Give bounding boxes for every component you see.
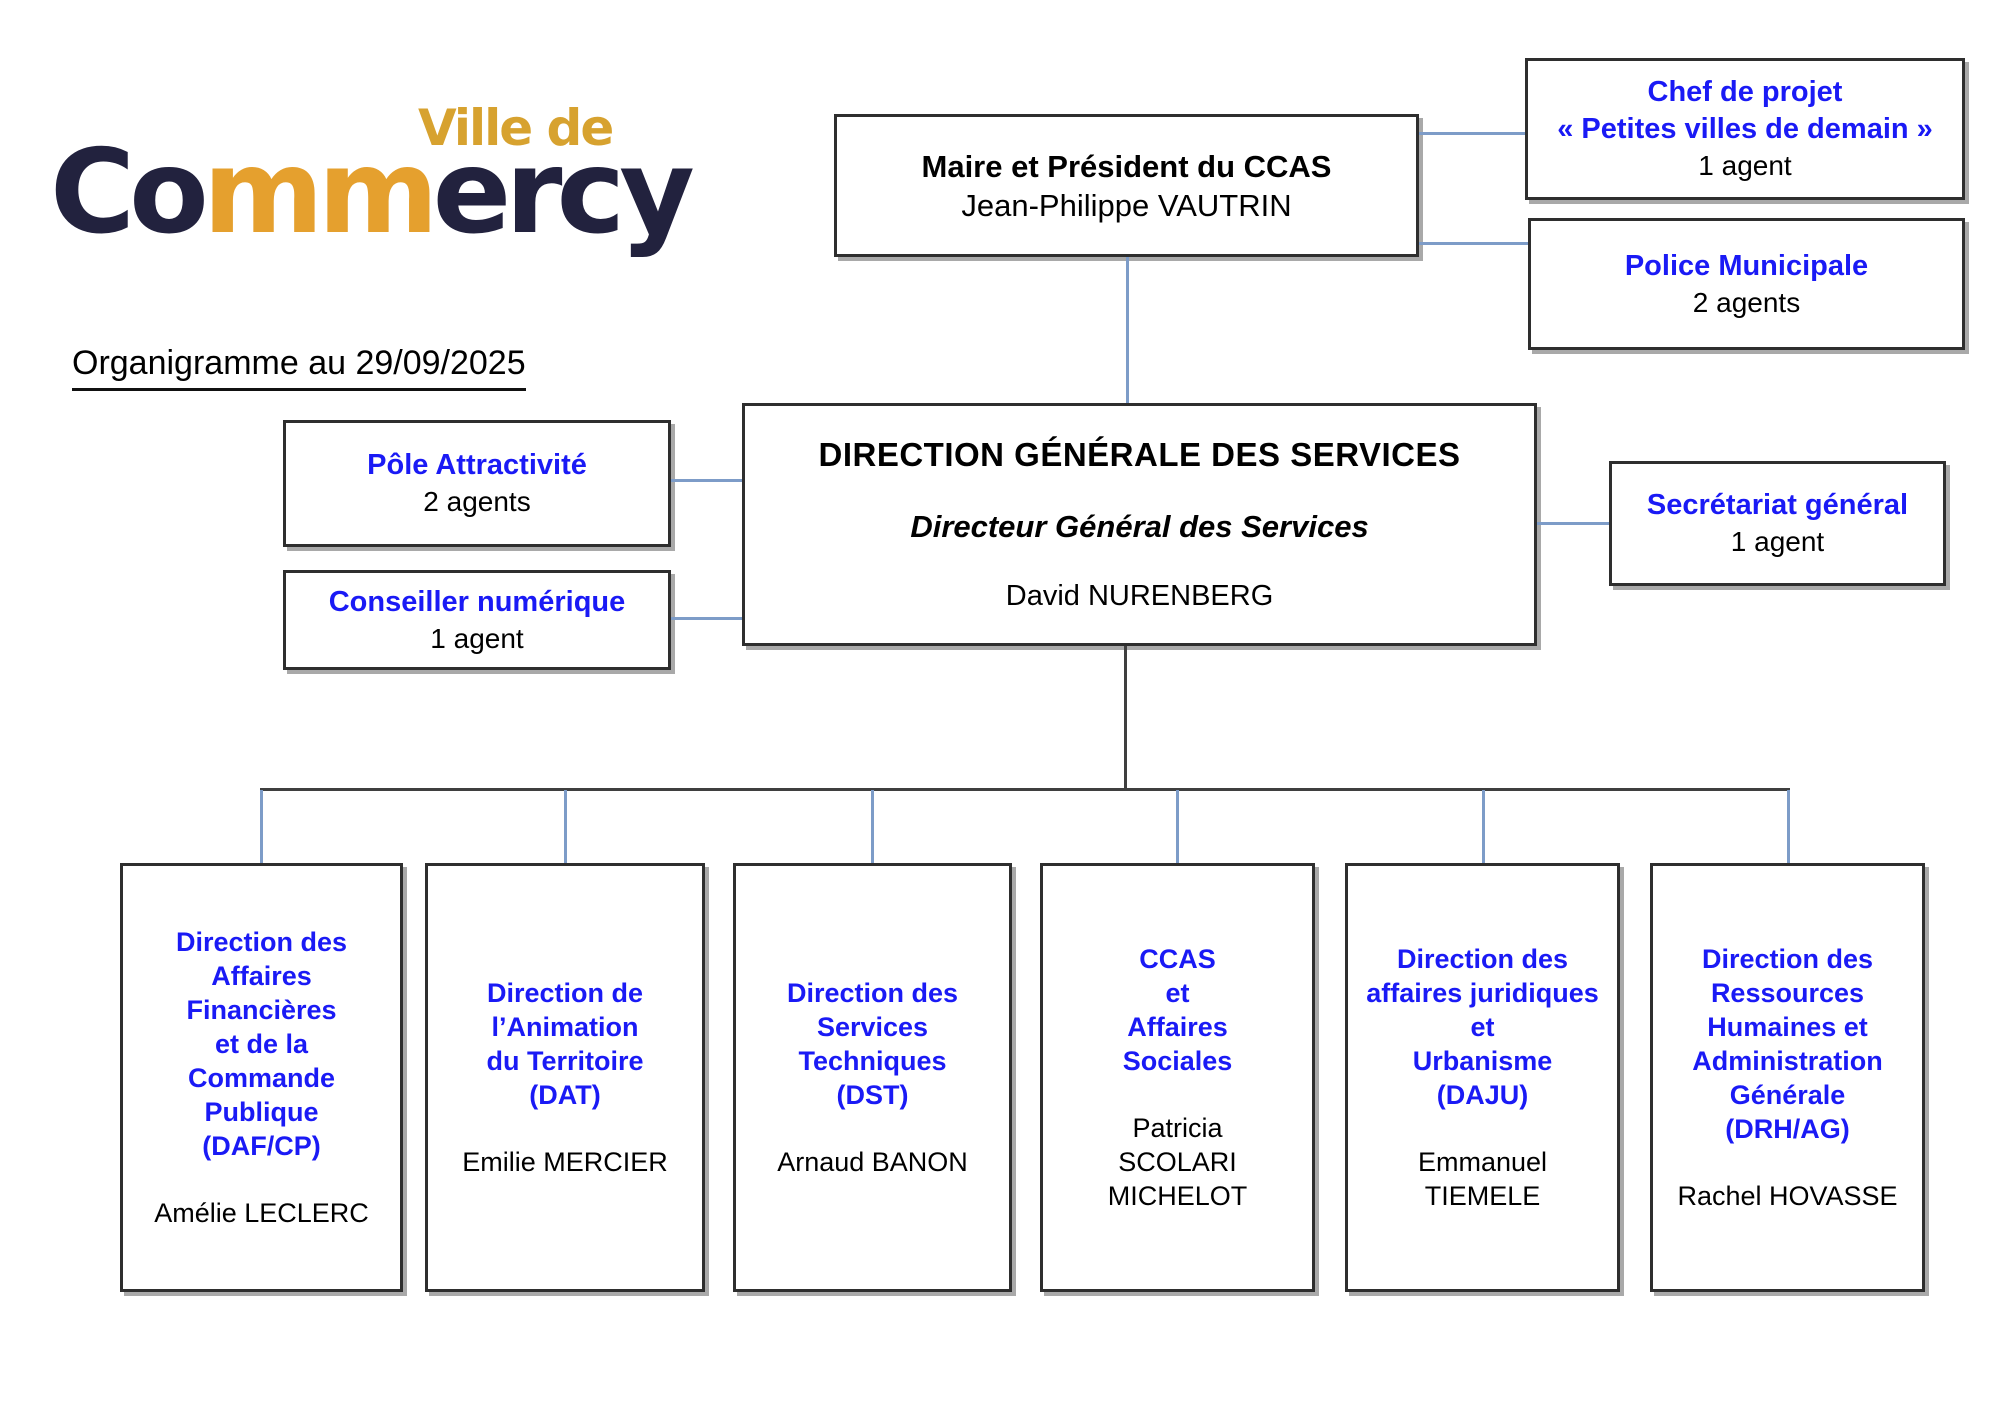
connector-maire-chef-projet (1419, 132, 1525, 135)
drh-title: Direction des Ressources Humaines et Adm… (1692, 944, 1883, 1144)
police-title: Police Municipale (1624, 249, 1869, 282)
logo-ville-de-text: Ville de (418, 99, 614, 157)
connector-conseiller-dgs (671, 617, 742, 620)
commercy-logo: Ville de Commercy (50, 85, 695, 295)
node-direction-daf-cp: Direction des Affaires Financières et de… (120, 863, 403, 1292)
connector-dgs-trunk (1124, 646, 1127, 790)
dgs-title: DIRECTION GÉNÉRALE DES SERVICES (818, 436, 1461, 473)
logo-part-ercy: ercy (432, 125, 695, 260)
ccas-name: Patricia SCOLARI MICHELOT (1107, 1113, 1248, 1211)
node-direction-dst: Direction des Services Techniques (DST) … (733, 863, 1012, 1292)
chef-projet-title: Chef de projet « Petites villes de demai… (1557, 76, 1933, 145)
conseiller-numerique-title: Conseiller numérique (328, 585, 626, 618)
connector-drop-ccas (1176, 790, 1179, 863)
daju-title: Direction des affaires juridiques et Urb… (1366, 944, 1599, 1110)
connector-drop-daf (260, 790, 263, 863)
connector-drop-daju (1482, 790, 1485, 863)
police-agents: 2 agents (1692, 286, 1801, 318)
chef-projet-agents: 1 agent (1698, 150, 1792, 181)
node-conseiller-numerique: Conseiller numérique 1 agent (283, 570, 671, 670)
connector-maire-dgs (1126, 257, 1129, 403)
secretariat-general-title: Secrétariat général (1646, 489, 1909, 521)
maire-title: Maire et Président du CCAS (921, 148, 1332, 184)
dst-name: Arnaud BANON (777, 1147, 968, 1177)
connector-drop-dst (871, 790, 874, 863)
pole-attractivite-agents: 2 agents (423, 486, 531, 517)
connector-pole-dgs (671, 479, 742, 482)
organigramme-date-caption: Organigramme au 29/09/2025 (72, 344, 526, 391)
dgs-name: David NURENBERG (1005, 580, 1274, 612)
dst-title: Direction des Services Techniques (DST) (786, 978, 959, 1110)
connector-rail (260, 788, 1790, 791)
connector-dgs-secretariat (1537, 522, 1609, 525)
connector-drop-drh (1787, 790, 1790, 863)
dat-title: Direction de l’Animation du Territoire (… (486, 978, 644, 1110)
daf-title: Direction des Affaires Financières et de… (175, 927, 348, 1161)
maire-name: Jean-Philippe VAUTRIN (961, 187, 1292, 223)
node-maire: Maire et Président du CCAS Jean-Philippe… (834, 114, 1419, 257)
node-chef-projet: Chef de projet « Petites villes de demai… (1525, 58, 1965, 200)
connector-drop-dat (564, 790, 567, 863)
logo-part-mm: mm (202, 125, 439, 260)
logo-part-co: Co (50, 125, 209, 260)
conseiller-numerique-agents: 1 agent (430, 622, 524, 654)
node-ccas-affaires-sociales: CCAS et Affaires Sociales Patricia SCOLA… (1040, 863, 1315, 1292)
secretariat-general-agents: 1 agent (1730, 526, 1825, 557)
dgs-subtitle: Directeur Général des Services (910, 509, 1369, 544)
daju-name: Emmanuel TIEMELE (1417, 1147, 1548, 1211)
node-pole-attractivite: Pôle Attractivité 2 agents (283, 420, 671, 547)
daf-name: Amélie LECLERC (154, 1198, 369, 1228)
connector-maire-police (1419, 242, 1528, 245)
drh-name: Rachel HOVASSE (1677, 1181, 1898, 1211)
node-direction-daju: Direction des affaires juridiques et Urb… (1345, 863, 1620, 1292)
node-police-municipale: Police Municipale 2 agents (1528, 218, 1965, 350)
node-direction-dat: Direction de l’Animation du Territoire (… (425, 863, 705, 1292)
dat-name: Emilie MERCIER (462, 1147, 668, 1177)
node-direction-drh-ag: Direction des Ressources Humaines et Adm… (1650, 863, 1925, 1292)
ccas-title: CCAS et Affaires Sociales (1122, 944, 1233, 1076)
logo-commercy-text: Commercy (50, 129, 695, 257)
node-secretariat-general: Secrétariat général 1 agent (1609, 461, 1946, 586)
pole-attractivite-title: Pôle Attractivité (367, 449, 587, 481)
node-dgs: DIRECTION GÉNÉRALE DES SERVICES Directeu… (742, 403, 1537, 646)
